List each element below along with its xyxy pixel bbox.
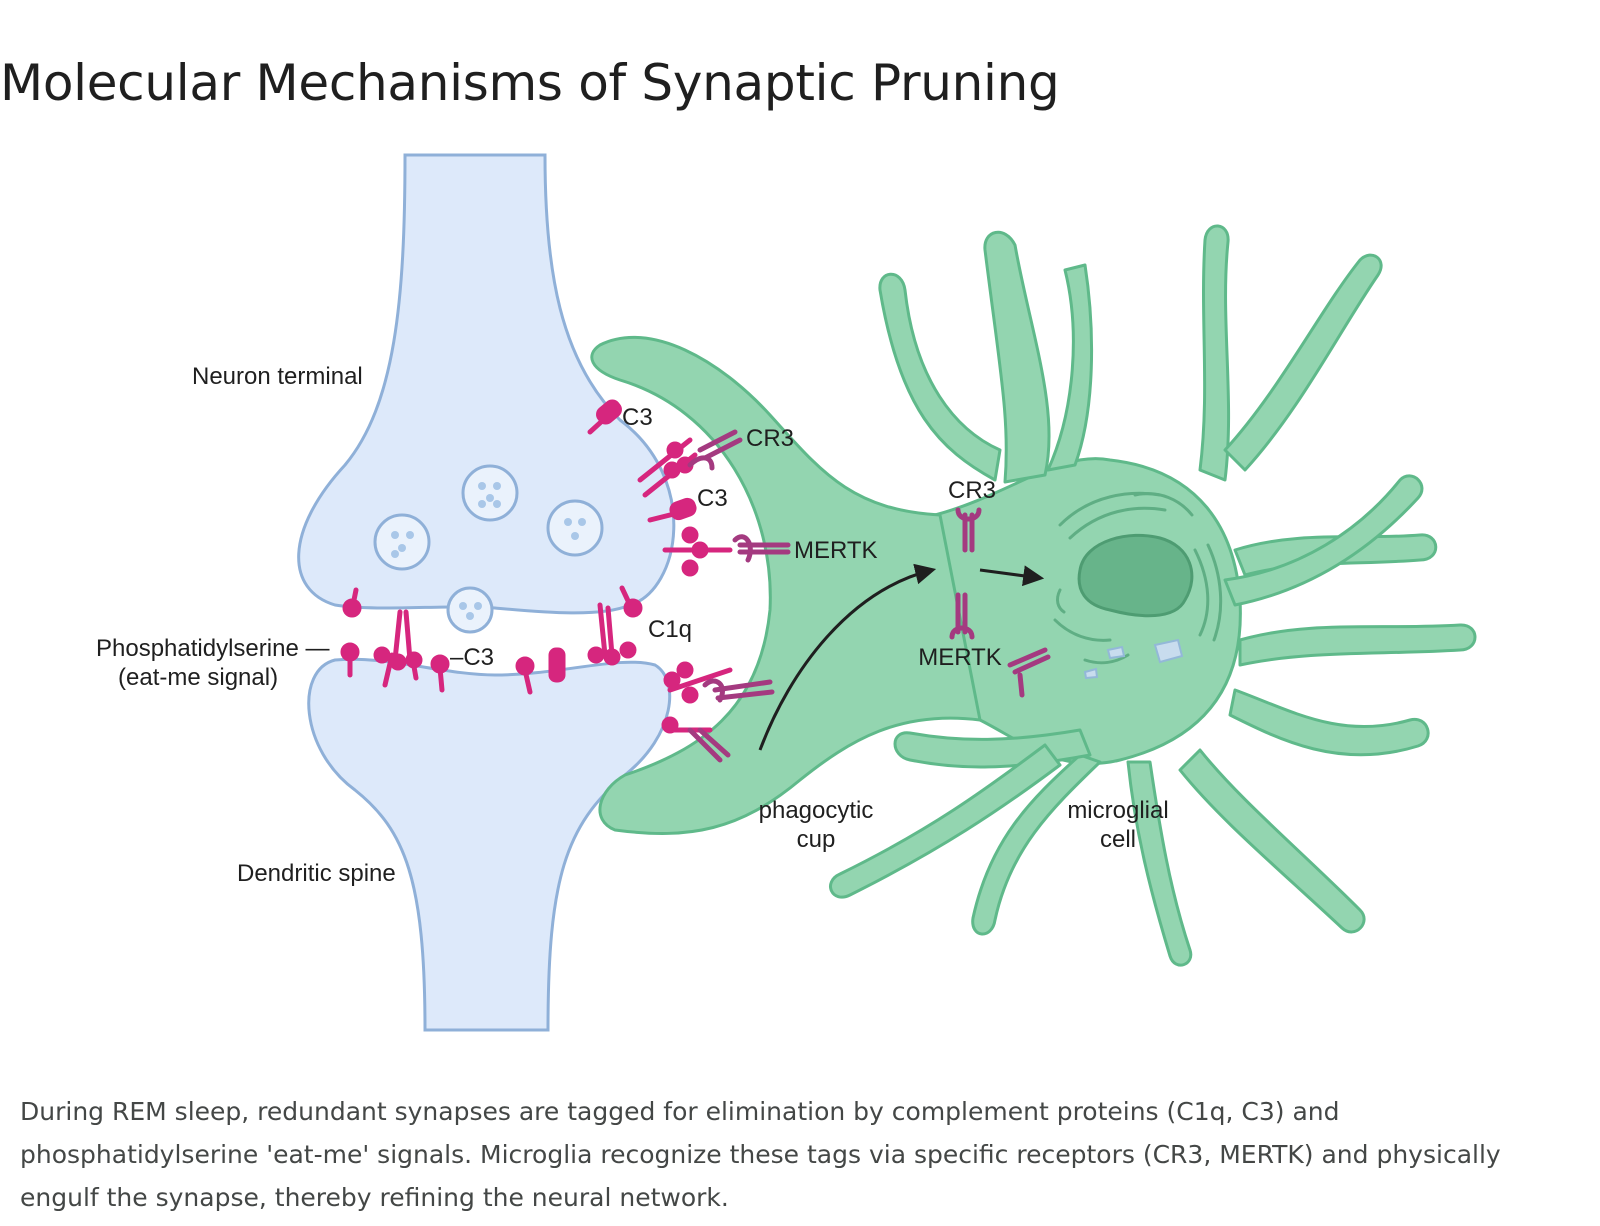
label-microglial-cell-line2: cell [1100, 826, 1136, 853]
microglial-cell [590, 224, 1477, 967]
label-phagocytic-cup-line2: cup [797, 826, 836, 853]
synaptic-vesicles [373, 464, 604, 634]
label-neuron-terminal: Neuron terminal [192, 363, 363, 390]
label-dendritic-spine: Dendritic spine [237, 860, 396, 887]
label-c3-mid: C3 [697, 485, 728, 512]
complement-tags [340, 399, 733, 734]
vesicle-contents [391, 482, 586, 620]
label-cr3-right: CR3 [948, 477, 996, 504]
label-cr3-top: CR3 [746, 425, 794, 452]
page-title: Molecular Mechanisms of Synaptic Pruning [0, 54, 1060, 112]
engulfment-arrow [758, 563, 937, 751]
neuron-terminal [297, 153, 676, 615]
label-c3-top: C3 [622, 404, 653, 431]
label-phosphatidylserine: Phosphatidylserine — [96, 635, 329, 662]
label-eat-me-signal: (eat-me signal) [118, 664, 278, 691]
label-mertk-right: MERTK [918, 644, 1002, 671]
label-c1q: C1q [648, 616, 692, 643]
dendritic-spine [307, 657, 672, 1032]
internalization-arrow [979, 565, 1045, 587]
synaptic-pruning-diagram: Neuron terminal Dendritic spine Phosphat… [96, 153, 1477, 1032]
nucleus [1077, 533, 1194, 618]
label-microglial-cell-line1: microglial [1067, 797, 1168, 824]
microglial-receptors [687, 429, 1051, 763]
phagosomes [1083, 638, 1184, 680]
label-c3-cleft: –C3 [450, 644, 494, 671]
label-phagocytic-cup-line1: phagocytic [759, 797, 874, 824]
label-mertk-left: MERTK [794, 537, 878, 564]
figure-caption: During REM sleep, redundant synapses are… [20, 1097, 1501, 1212]
